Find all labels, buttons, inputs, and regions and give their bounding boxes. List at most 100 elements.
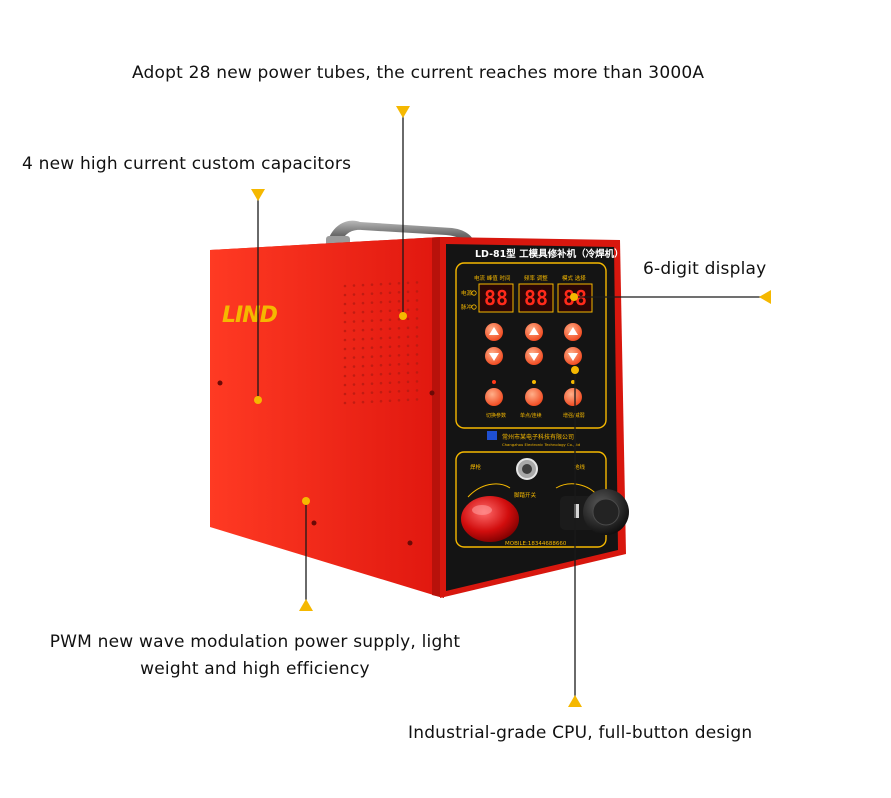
svg-text:切换参数: 切换参数 xyxy=(486,412,506,419)
vent-hole xyxy=(397,327,401,330)
vent-hole xyxy=(406,326,410,330)
vent-hole xyxy=(361,391,365,395)
vent-hole xyxy=(370,328,374,331)
annotation-pwm: PWM new wave modulation power supply, li… xyxy=(49,632,461,679)
vent-hole xyxy=(415,290,419,293)
vent-hole xyxy=(343,365,347,369)
vent-hole xyxy=(406,380,410,384)
svg-text:88: 88 xyxy=(484,286,508,310)
vent-hole xyxy=(352,293,356,296)
vent-hole xyxy=(370,391,374,394)
display-1: 88 xyxy=(478,283,514,313)
annotation-power-tubes: Adopt 28 new power tubes, the current re… xyxy=(132,63,705,83)
vent-hole xyxy=(361,310,365,314)
annotation-cpu: Industrial-grade CPU, full-button design xyxy=(408,723,753,743)
svg-text:Changzhou Electronic Technolog: Changzhou Electronic Technology Co.,Ltd xyxy=(502,442,581,447)
vent-hole xyxy=(406,371,410,375)
annotation-capacitors: 4 new high current custom capacitors xyxy=(22,154,352,174)
vent-hole xyxy=(397,309,401,312)
machine-side-panel xyxy=(210,237,444,598)
vent-hole xyxy=(379,336,383,340)
up-button-3 xyxy=(564,323,582,341)
vent-hole xyxy=(415,299,419,302)
vent-hole xyxy=(361,337,365,341)
vent-hole xyxy=(379,381,383,385)
vent-hole xyxy=(352,329,356,332)
vent-hole xyxy=(406,398,410,402)
vent-hole xyxy=(397,354,401,357)
vent-hole xyxy=(370,283,374,286)
svg-text:常州市某电子科技有限公司: 常州市某电子科技有限公司 xyxy=(502,433,574,441)
vent-hole xyxy=(388,300,392,304)
vent-hole xyxy=(397,345,401,348)
vent-hole xyxy=(379,309,383,313)
vent-hole xyxy=(388,282,392,286)
vent-hole xyxy=(343,347,347,351)
vent-hole xyxy=(370,400,374,403)
vent-hole xyxy=(388,354,392,358)
vent-hole xyxy=(397,363,401,366)
model-title: LD-81型 工模具修补机（冷焊机） xyxy=(475,248,624,260)
vent-hole xyxy=(388,345,392,349)
vent-hole xyxy=(397,300,401,303)
vent-hole xyxy=(343,329,347,333)
vent-hole xyxy=(379,282,383,286)
vent-hole xyxy=(370,355,374,358)
vent-hole xyxy=(379,354,383,358)
vent-hole xyxy=(343,374,347,378)
vent-hole xyxy=(352,302,356,305)
vent-hole xyxy=(361,301,365,305)
vent-hole xyxy=(397,372,401,375)
vent-hole xyxy=(379,327,383,331)
svg-text:电源: 电源 xyxy=(461,289,473,297)
vent-hole xyxy=(343,383,347,387)
svg-text:88: 88 xyxy=(524,286,548,310)
control-panel: 电流 峰值 时间 频率 调整 模式 选择 电源 脉冲 xyxy=(455,262,607,429)
vent-hole xyxy=(388,327,392,331)
vent-hole xyxy=(397,399,401,402)
vent-hole xyxy=(343,302,347,306)
callout-capacitors xyxy=(251,189,265,404)
vent-hole xyxy=(352,347,356,350)
down-button-2 xyxy=(525,347,543,365)
vent-hole xyxy=(361,364,365,368)
vent-hole xyxy=(388,363,392,367)
vent-hole xyxy=(379,399,383,403)
vent-hole xyxy=(352,311,356,314)
callout-cpu xyxy=(568,366,582,707)
vent-hole xyxy=(388,309,392,313)
vent-hole xyxy=(415,389,419,392)
display-2: 88 xyxy=(518,283,554,313)
vent-hole xyxy=(415,344,419,347)
vent-hole xyxy=(415,335,419,338)
svg-text:频率 调整: 频率 调整 xyxy=(524,274,548,282)
vent-hole xyxy=(415,371,419,374)
vent-hole xyxy=(370,382,374,385)
vent-hole xyxy=(388,399,392,403)
vent-hole xyxy=(406,308,410,312)
vent-hole xyxy=(352,401,356,404)
digit-displays: 88 88 88 xyxy=(478,283,593,313)
vent-hole xyxy=(343,284,347,288)
torch-connector-knob xyxy=(461,496,519,542)
vent-hole xyxy=(370,346,374,349)
down-button-3 xyxy=(564,347,582,365)
vent-hole xyxy=(370,337,374,340)
ground-connector-knob xyxy=(560,489,629,535)
vent-hole xyxy=(343,320,347,324)
vent-hole xyxy=(397,381,401,384)
adjust-buttons xyxy=(485,323,582,365)
vent-hole xyxy=(379,318,383,322)
vent-hole xyxy=(397,291,401,294)
vent-hole xyxy=(388,372,392,376)
vent-hole xyxy=(406,344,410,348)
manufacturer-strip: 常州市某电子科技有限公司 Changzhou Electronic Techno… xyxy=(487,431,581,447)
vent-hole xyxy=(379,345,383,349)
vent-hole xyxy=(343,401,347,405)
vent-hole xyxy=(343,293,347,297)
vent-hole xyxy=(370,319,374,322)
vent-hole xyxy=(397,318,401,321)
vent-hole xyxy=(370,364,374,367)
vent-hole xyxy=(352,374,356,377)
vent-hole xyxy=(415,353,419,356)
